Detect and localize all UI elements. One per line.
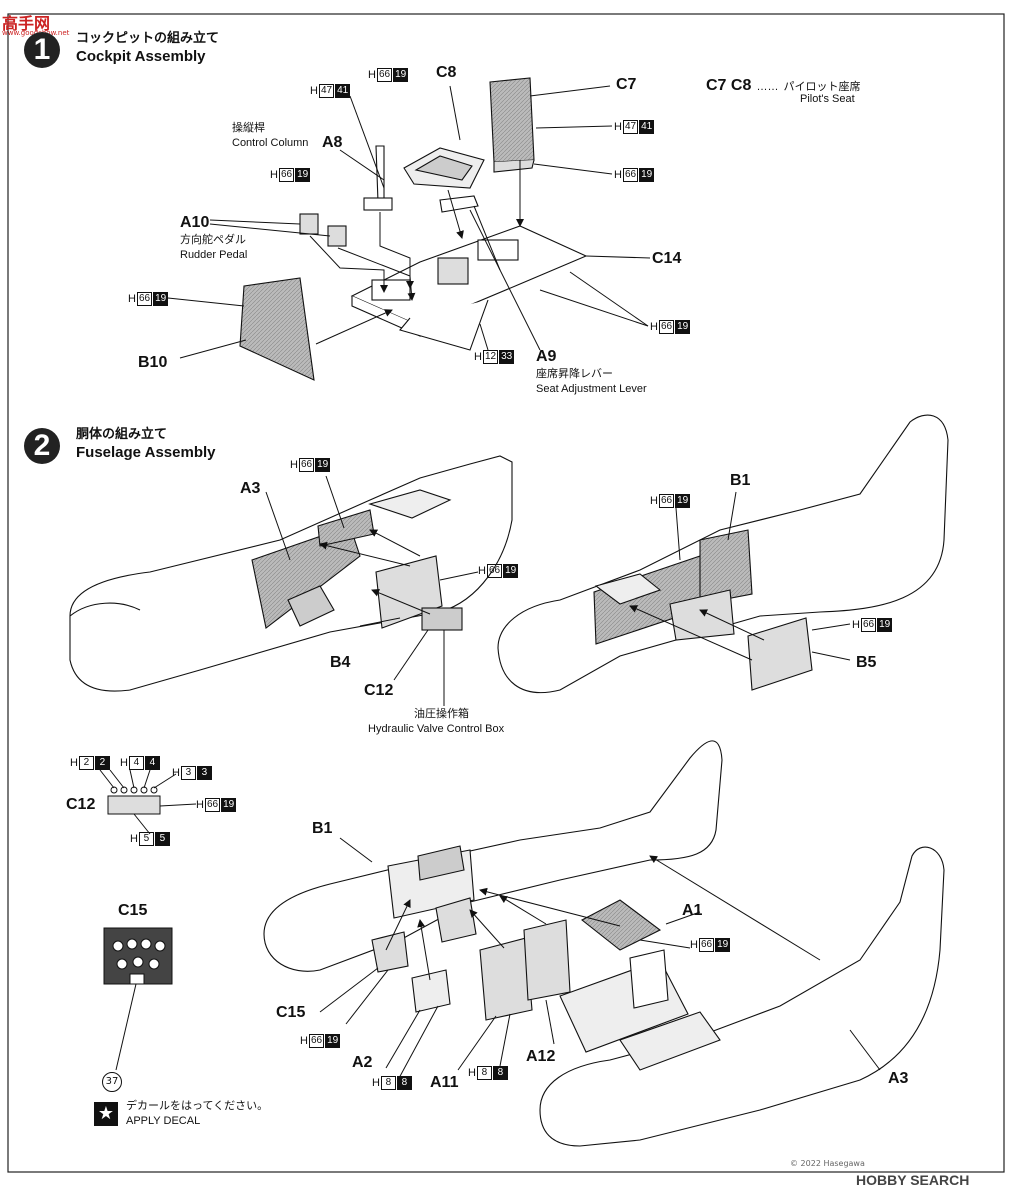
step1-title-en: Cockpit Assembly	[76, 48, 206, 65]
control-column-en: Control Column	[232, 137, 309, 149]
part-label-a12: A12	[526, 1048, 556, 1065]
part-label-a10: A10	[180, 214, 210, 231]
bulkhead-b10	[239, 277, 315, 381]
star-icon: ★	[94, 1102, 118, 1126]
part-a2	[411, 969, 451, 1013]
floor-part-a1	[580, 899, 662, 951]
part-label-c12-detail: C12	[66, 796, 96, 813]
fuselage-a3-assembly	[539, 846, 945, 1147]
copyright-text: © 2022 Hasegawa	[790, 1159, 865, 1168]
pilot-seat-parts: C7 C8	[706, 77, 752, 94]
control-column-jp: 操縦桿	[232, 121, 265, 134]
rudder-pedal-en: Rudder Pedal	[180, 249, 248, 261]
part-label-a11: A11	[430, 1074, 459, 1091]
part-label-b1-assembly: B1	[312, 820, 333, 837]
part-a12	[523, 919, 571, 1001]
part-label-b10: B10	[138, 354, 168, 371]
part-label-a3-assembly: A3	[888, 1070, 909, 1087]
part-label-b4: B4	[330, 654, 351, 671]
seat-back-c7	[489, 77, 535, 163]
step2-title-en: Fuselage Assembly	[76, 444, 216, 461]
seat-lever-en: Seat Adjustment Lever	[536, 383, 647, 395]
pilot-seat-jp: パイロット座席	[783, 80, 861, 93]
pilot-seat-note: C7 C8 …… パイロット座席	[706, 76, 861, 95]
part-label-a9: A9	[536, 348, 557, 365]
part-label-c7: C7	[616, 76, 637, 93]
part-a11	[479, 937, 533, 1021]
pilot-seat-dots: ……	[756, 81, 779, 93]
hydraulic-box-jp: 油圧操作箱	[414, 707, 469, 720]
step2-title-jp: 胴体の組み立て	[76, 427, 168, 442]
part-label-b5: B5	[856, 654, 877, 671]
decal-instruction-jp: デカールをはってください。	[126, 1099, 269, 1112]
part-label-c15: C15	[276, 1004, 306, 1021]
hydraulic-box-en: Hydraulic Valve Control Box	[368, 723, 505, 735]
watermark-logo: 高手网	[2, 14, 51, 33]
part-label-a2: A2	[352, 1054, 373, 1071]
side-panel-b5	[747, 617, 813, 691]
part-label-c15-detail: C15	[118, 902, 148, 919]
pilot-seat-en: Pilot's Seat	[800, 93, 855, 105]
step-number-1: 1	[24, 32, 60, 68]
decal-instruction-en: APPLY DECAL	[126, 1115, 201, 1127]
part-label-a1: A1	[682, 902, 703, 919]
control-column-a8	[375, 145, 385, 203]
step1-title-jp: コックピットの組み立て	[76, 31, 220, 46]
decal-number-badge: 37	[102, 1072, 122, 1092]
part-label-a3: A3	[240, 480, 261, 497]
hobby-search-logo: HOBBY SEARCH	[856, 1172, 970, 1188]
rudder-pedal-jp: 方向舵ペダル	[180, 233, 246, 246]
part-label-a8: A8	[322, 134, 343, 151]
part-label-b1: B1	[730, 472, 751, 489]
seat-lever-jp: 座席昇降レバー	[536, 367, 613, 380]
fuselage-b1-assembly	[263, 740, 723, 972]
part-label-c8: C8	[436, 64, 457, 81]
part-label-c14: C14	[652, 250, 682, 267]
step-number-2: 2	[24, 428, 60, 464]
part-label-c12: C12	[364, 682, 394, 699]
